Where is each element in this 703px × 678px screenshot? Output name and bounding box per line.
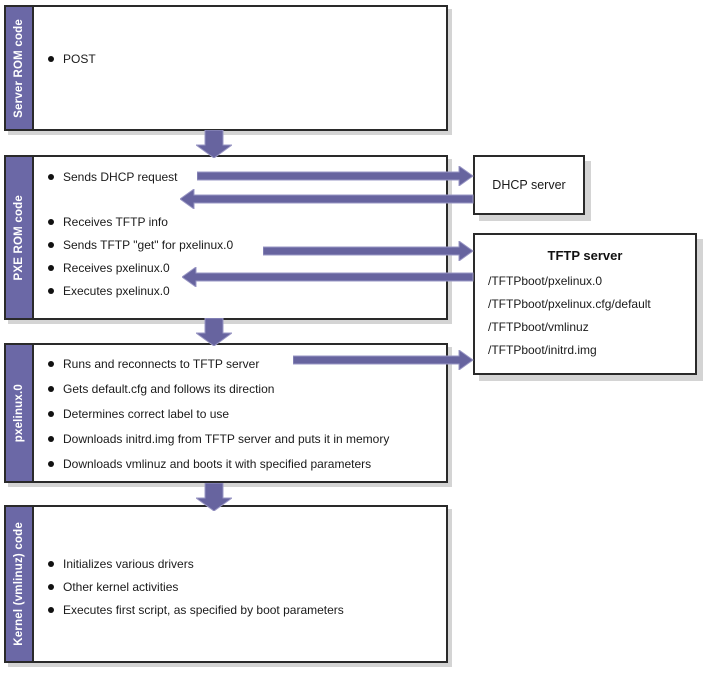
tftp-file-path: /TFTPboot/pxelinux.0 [488, 274, 603, 288]
bullet-list: Runs and reconnects to TFTP server Gets … [34, 345, 446, 472]
bullet-item: Downloads vmlinuz and boots it with spec… [48, 456, 440, 472]
bullet-item: Executes first script, as specified by b… [48, 602, 440, 618]
bullet-item: Initializes various drivers [48, 556, 440, 572]
stage-box-kernel: Kernel (vmlinuz) code Initializes variou… [4, 505, 448, 663]
stage-box-pxelinux: pxelinux.0 Runs and reconnects to TFTP s… [4, 343, 448, 483]
tftp-file-path: /TFTPboot/pxelinux.cfg/default [488, 297, 651, 311]
bullet-icon [48, 436, 54, 442]
bullet-icon [48, 461, 54, 467]
tftp-file-list: /TFTPboot/pxelinux.0 /TFTPboot/pxelinux.… [475, 274, 695, 358]
tftp-server-title: TFTP server [547, 248, 623, 263]
down-arrow-icon [196, 130, 232, 158]
bullet-item: Receives TFTP info [48, 214, 440, 230]
bullet-icon [48, 411, 54, 417]
bullet-icon [48, 607, 54, 613]
bullet-text: Executes pxelinux.0 [63, 284, 170, 298]
bullet-text: Downloads initrd.img from TFTP server an… [63, 432, 390, 446]
stage-label: PXE ROM code [13, 194, 25, 281]
bullet-text: Receives TFTP info [63, 215, 168, 229]
bullet-icon [48, 242, 54, 248]
bullet-text: Downloads vmlinuz and boots it with spec… [63, 457, 372, 471]
bullet-text: Sends DHCP request [63, 170, 178, 184]
bullet-icon [48, 561, 54, 567]
bullet-text: Sends TFTP "get" for pxelinux.0 [63, 238, 234, 252]
stage-label-strip: pxelinux.0 [6, 345, 34, 481]
bullet-icon [48, 265, 54, 271]
bullet-item: POST [48, 51, 440, 67]
bullet-item: Determines correct label to use [48, 406, 440, 422]
tftp-file-path: /TFTPboot/vmlinuz [488, 320, 589, 334]
stage-label-strip: Server ROM code [6, 7, 34, 129]
stage-content: Sends DHCP request Receives TFTP info Se… [34, 157, 446, 318]
bullet-text: POST [63, 52, 96, 66]
bullet-item: Receives pxelinux.0 [48, 260, 440, 276]
bullet-icon [48, 386, 54, 392]
bullet-icon [48, 288, 54, 294]
stage-box-pxe-rom: PXE ROM code Sends DHCP request Receives… [4, 155, 448, 320]
left-arrow-receives-pxelinux-icon [182, 267, 474, 287]
dhcp-server-box: DHCP server [473, 155, 585, 215]
bullet-list: Sends DHCP request Receives TFTP info Se… [34, 157, 446, 299]
bullet-list: Initializes various drivers Other kernel… [34, 507, 446, 618]
stage-content: Initializes various drivers Other kernel… [34, 507, 446, 661]
dhcp-server-title: DHCP server [492, 178, 566, 192]
stage-content: Runs and reconnects to TFTP server Gets … [34, 345, 446, 481]
bullet-list: POST [34, 7, 446, 67]
bullet-item: Gets default.cfg and follows its directi… [48, 381, 440, 397]
bullet-text: Runs and reconnects to TFTP server [63, 357, 260, 371]
stage-content: POST [34, 7, 446, 129]
stage-label: Server ROM code [13, 18, 25, 118]
bullet-text: Receives pxelinux.0 [63, 261, 170, 275]
tftp-server-box: TFTP server /TFTPboot/pxelinux.0 /TFTPbo… [473, 233, 697, 375]
bullet-text: Determines correct label to use [63, 407, 230, 421]
bullet-text: Gets default.cfg and follows its directi… [63, 382, 275, 396]
stage-label-strip: Kernel (vmlinuz) code [6, 507, 34, 661]
bullet-item: Runs and reconnects to TFTP server [48, 356, 440, 372]
bullet-icon [48, 361, 54, 367]
right-arrow-dhcp-request-icon [197, 166, 474, 186]
bullet-item: Downloads initrd.img from TFTP server an… [48, 431, 440, 447]
bullet-text: Executes first script, as specified by b… [63, 603, 344, 617]
right-arrow-tftp-get-icon [263, 241, 474, 261]
bullet-icon [48, 174, 54, 180]
down-arrow-icon [196, 318, 232, 346]
stage-label-strip: PXE ROM code [6, 157, 34, 318]
bullet-text: Other kernel activities [63, 580, 179, 594]
tftp-file-path: /TFTPboot/initrd.img [488, 343, 597, 357]
bullet-item: Sends DHCP request [48, 169, 440, 185]
bullet-icon [48, 56, 54, 62]
down-arrow-icon [196, 483, 232, 511]
bullet-item: Other kernel activities [48, 579, 440, 595]
bullet-item: Executes pxelinux.0 [48, 283, 440, 299]
stage-label: Kernel (vmlinuz) code [13, 522, 25, 646]
stage-label: pxelinux.0 [13, 383, 25, 443]
left-arrow-tftp-info-icon [180, 189, 474, 209]
bullet-text: Initializes various drivers [63, 557, 194, 571]
bullet-item: Sends TFTP "get" for pxelinux.0 [48, 237, 440, 253]
bullet-icon [48, 219, 54, 225]
bullet-icon [48, 584, 54, 590]
right-arrow-reconnect-tftp-icon [293, 350, 474, 370]
stage-box-server-rom: Server ROM code POST [4, 5, 448, 131]
